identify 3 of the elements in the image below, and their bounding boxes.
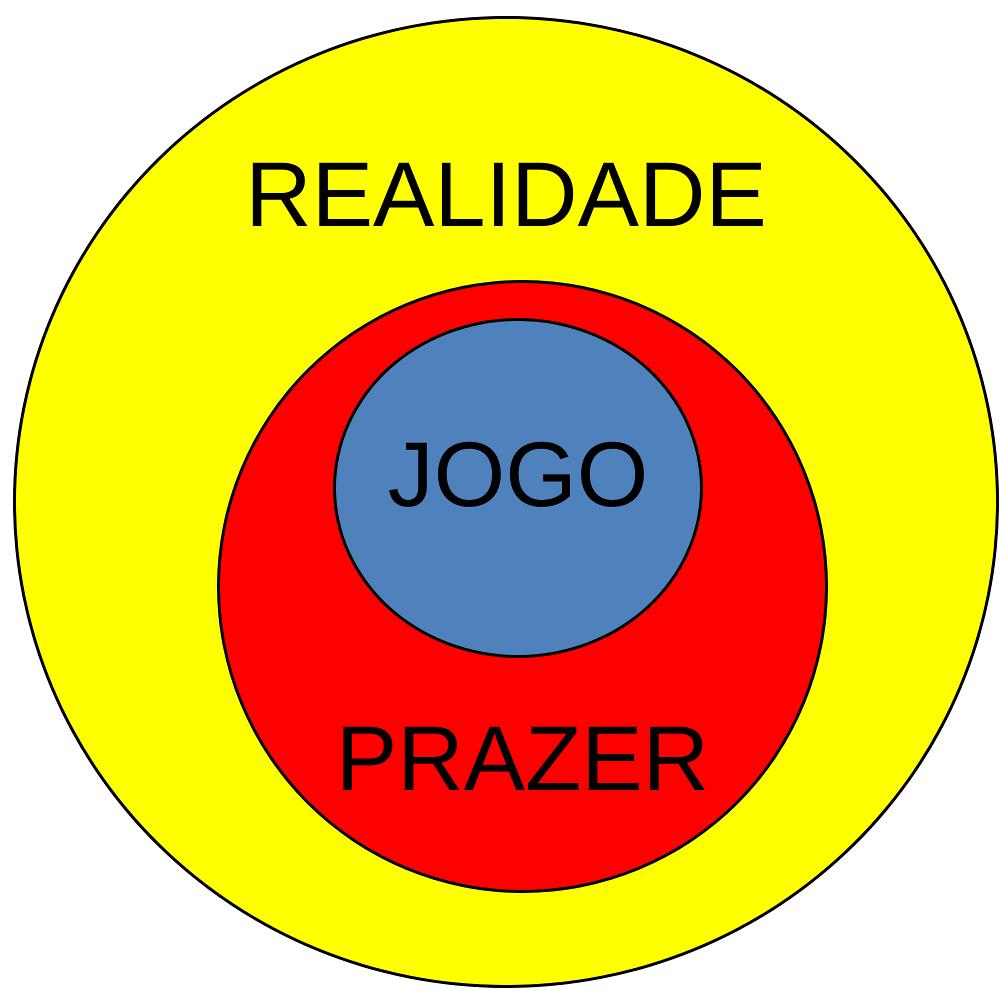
circle-label: REALIDADE: [244, 149, 768, 241]
circle-label: PRAZER: [334, 713, 710, 805]
circle-label: JOGO: [386, 429, 650, 521]
